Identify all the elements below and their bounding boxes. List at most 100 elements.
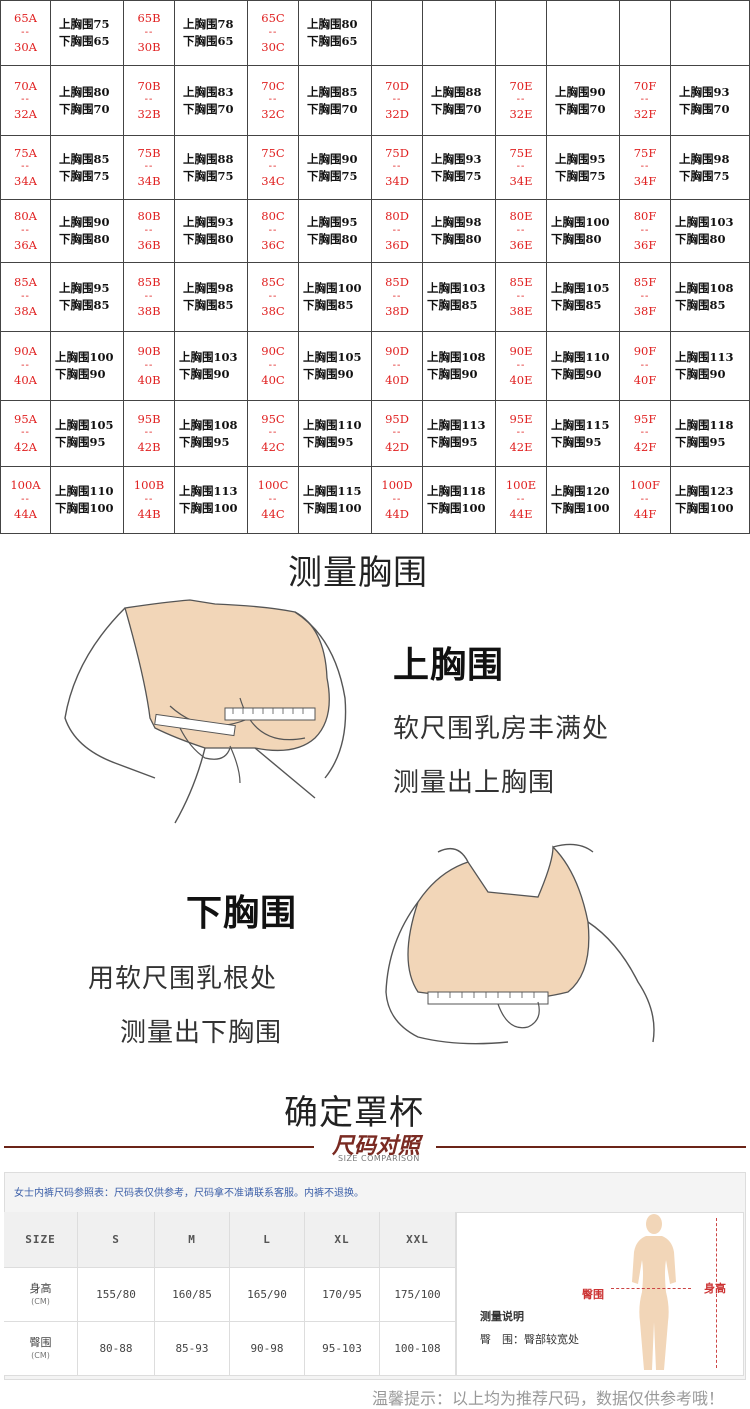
size-code-bottom: 40B <box>137 372 161 387</box>
size-code-cell: 70C--32C <box>248 66 299 136</box>
size-code-top: 100E <box>505 478 537 492</box>
divider-left <box>4 1146 314 1148</box>
upper-bust-value: 上胸围113 <box>179 484 238 498</box>
under-bust-value: 下胸围85 <box>675 298 726 312</box>
size-code-bottom: 44B <box>137 506 161 521</box>
under-bust-value: 下胸围95 <box>427 434 478 449</box>
size-code-dash: -- <box>392 427 402 438</box>
size-code-bottom: 42D <box>385 440 409 454</box>
upper-bust-value: 上胸围90 <box>555 84 606 99</box>
upper-bust-value: 上胸围95 <box>555 151 606 166</box>
under-bust-value: 下胸围100 <box>675 501 734 515</box>
upper-bust-value: 上胸围115 <box>551 417 610 432</box>
size-code-bottom: 44E <box>509 506 533 521</box>
size-value-cell: 170/95 <box>305 1268 380 1322</box>
upper-bust-value: 上胸围105 <box>55 417 114 432</box>
size-code-dash: -- <box>516 359 526 371</box>
size-code-cell <box>496 0 547 66</box>
upper-bust-value: 上胸围95 <box>307 215 358 229</box>
under-bust-value: 下胸围100 <box>303 501 362 515</box>
size-code-cell: 85F--38F <box>620 263 671 332</box>
row-label-unit: (CM) <box>31 1296 50 1306</box>
upper-bust-value: 上胸围88 <box>183 151 234 166</box>
measure-heading: 测量胸围 <box>288 553 428 593</box>
under-bust-value: 下胸围90 <box>55 367 106 381</box>
under-bust-value: 下胸围90 <box>303 367 354 381</box>
upper-bust-value: 上胸围75 <box>59 17 110 31</box>
size-code-dash: -- <box>21 359 30 371</box>
size-code-cell: 75E--34E <box>496 136 547 200</box>
size-code-bottom: 42B <box>137 440 161 454</box>
under-bust-value: 下胸围95 <box>179 434 230 449</box>
under-bust-value: 下胸围85 <box>303 298 354 312</box>
under-bust-value: 下胸围100 <box>427 501 486 515</box>
size-code-top: 80F <box>633 209 657 223</box>
size-code-bottom: 34A <box>14 174 37 188</box>
size-code-dash: -- <box>268 26 278 38</box>
size-header-cell: XL <box>305 1212 380 1268</box>
under-bust-value: 下胸围80 <box>675 232 726 246</box>
size-code-bottom: 42E <box>509 440 533 454</box>
size-value-cell: 160/85 <box>155 1268 230 1322</box>
size-code-dash: -- <box>144 161 154 172</box>
size-header-cell: M <box>155 1212 230 1268</box>
size-code-cell: 65B--30B <box>124 0 175 66</box>
under-bust-value: 下胸围90 <box>427 367 478 381</box>
figure-hip-label: 臀围 <box>582 1288 604 1301</box>
size-code-cell: 75B--34B <box>124 136 175 200</box>
size-code-top: 90C <box>261 344 285 358</box>
size-code-cell: 65A--30A <box>0 0 51 66</box>
size-code-top: 80D <box>385 209 409 223</box>
size-code-dash: -- <box>516 161 526 172</box>
size-code-bottom: 38A <box>14 303 37 318</box>
size-code-dash: -- <box>516 290 526 302</box>
size-code-bottom: 32A <box>14 107 37 121</box>
size-code-bottom: 38F <box>633 303 657 318</box>
under-bust-line1: 用软尺围乳根处 <box>88 964 278 994</box>
size-code-top: 85A <box>14 275 37 289</box>
under-bust-value: 下胸围85 <box>551 298 602 312</box>
under-bust-value: 下胸围75 <box>59 168 110 183</box>
under-bust-value: 下胸围90 <box>179 367 230 381</box>
size-code-cell: 85D--38D <box>372 263 423 332</box>
comparison-title: 尺码对照 <box>332 1133 421 1159</box>
size-code-bottom: 36D <box>385 237 409 252</box>
size-code-top: 85F <box>633 275 657 289</box>
size-code-bottom: 32F <box>633 107 657 121</box>
size-code-bottom: 36A <box>14 237 37 252</box>
under-bust-value: 下胸围85 <box>427 298 478 312</box>
upper-bust-value: 上胸围88 <box>431 84 482 99</box>
hip-line <box>611 1288 691 1289</box>
under-bust-value: 下胸围75 <box>307 168 358 183</box>
under-bust-line2: 测量出下胸围 <box>120 1018 283 1048</box>
row-label-cell: 臀围(CM) <box>4 1322 78 1376</box>
size-code-cell: 100B--44B <box>124 467 175 534</box>
size-code-dash: -- <box>144 26 154 38</box>
size-code-dash: -- <box>144 224 154 236</box>
size-code-dash: -- <box>640 224 650 236</box>
size-code-cell: 90F--40F <box>620 332 671 401</box>
upper-bust-value: 上胸围110 <box>55 484 114 498</box>
size-code-cell: 85C--38C <box>248 263 299 332</box>
size-code-cell: 100A--44A <box>0 467 51 534</box>
size-code-cell: 85A--38A <box>0 263 51 332</box>
size-code-dash: -- <box>21 427 30 438</box>
size-code-cell: 75C--34C <box>248 136 299 200</box>
size-code-top: 85E <box>509 275 533 289</box>
size-code-cell: 70B--32B <box>124 66 175 136</box>
size-code-dash: -- <box>268 290 278 302</box>
size-code-dash: -- <box>516 94 526 105</box>
